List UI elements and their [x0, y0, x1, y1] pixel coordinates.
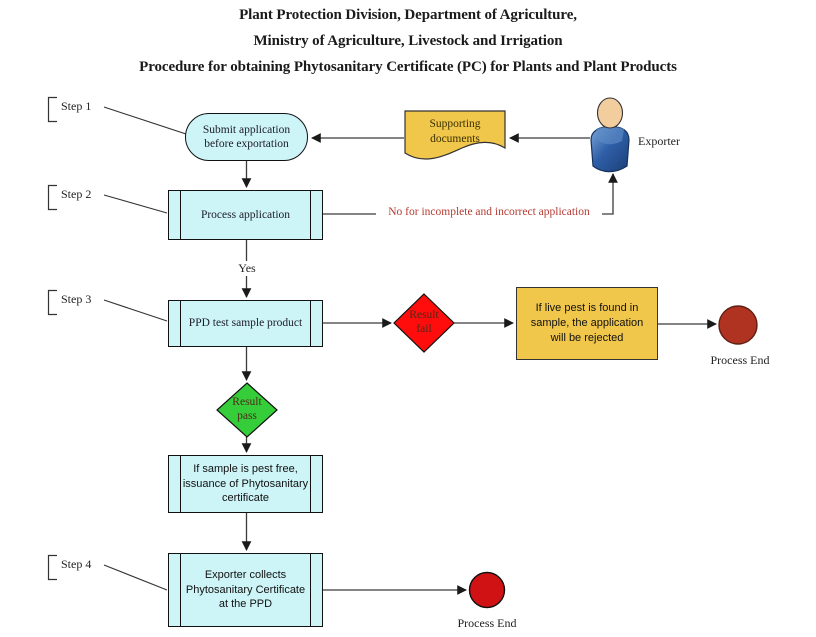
title-line-2: Ministry of Agriculture, Livestock and I…	[253, 33, 563, 49]
issue-certificate-node: If sample is pest free, issuance of Phyt…	[168, 455, 323, 513]
step-4-bracket	[47, 554, 57, 581]
process-end-1-circle	[718, 305, 758, 345]
result-pass-diamond	[216, 382, 278, 438]
yes-branch-label: Yes	[231, 261, 263, 276]
step-3-label: Step 3	[61, 292, 92, 306]
exporter-label: Exporter	[638, 134, 680, 148]
step-2-leader-line	[103, 194, 168, 214]
step-4-label: Step 4	[61, 557, 92, 571]
rejection-note-node: If live pest is found in sample, the app…	[516, 287, 658, 360]
collect-certificate-node: Exporter collects Phytosanitary Certific…	[168, 553, 323, 627]
process-end-2-label: Process End	[457, 616, 517, 630]
step-2-bracket	[47, 184, 57, 211]
process-application-node: Process application	[168, 190, 323, 240]
ppd-test-node: PPD test sample product	[168, 300, 323, 347]
collect-certificate-label: Exporter collects Phytosanitary Certific…	[185, 568, 306, 611]
issue-certificate-label: If sample is pest free, issuance of Phyt…	[182, 462, 309, 505]
step-3-leader-line	[103, 299, 168, 322]
supporting-documents-shape	[404, 110, 506, 160]
step-2-label: Step 2	[61, 187, 92, 201]
process-end-1-label: Process End	[710, 353, 770, 367]
result-fail-label: Result fail	[409, 309, 439, 335]
step-4-leader-line	[103, 564, 168, 591]
submit-application-label: Submit application before exportation	[202, 123, 291, 150]
rejection-note-label: If live pest is found in sample, the app…	[530, 302, 644, 344]
step-1-leader-line	[103, 106, 187, 135]
step-1-bracket	[47, 96, 57, 123]
step-3-bracket	[47, 289, 57, 316]
ppd-test-label: PPD test sample product	[188, 317, 303, 330]
exporter-icon	[590, 97, 630, 173]
supporting-documents-label: Supporting documents	[429, 118, 481, 145]
no-branch-label: No for incomplete and incorrect applicat…	[388, 206, 590, 218]
result-pass-label: Result pass	[232, 396, 262, 422]
submit-application-node: Submit application before exportation	[185, 113, 308, 161]
title-line-3: Procedure for obtaining Phytosanitary Ce…	[139, 59, 677, 75]
process-end-2-circle	[468, 571, 506, 609]
process-application-label: Process application	[200, 208, 291, 221]
step-1-label: Step 1	[61, 99, 92, 113]
arrow-no-label-to-exporter	[602, 173, 618, 215]
result-fail-diamond	[393, 293, 455, 353]
title-line-1: Plant Protection Division, Department of…	[239, 7, 577, 23]
